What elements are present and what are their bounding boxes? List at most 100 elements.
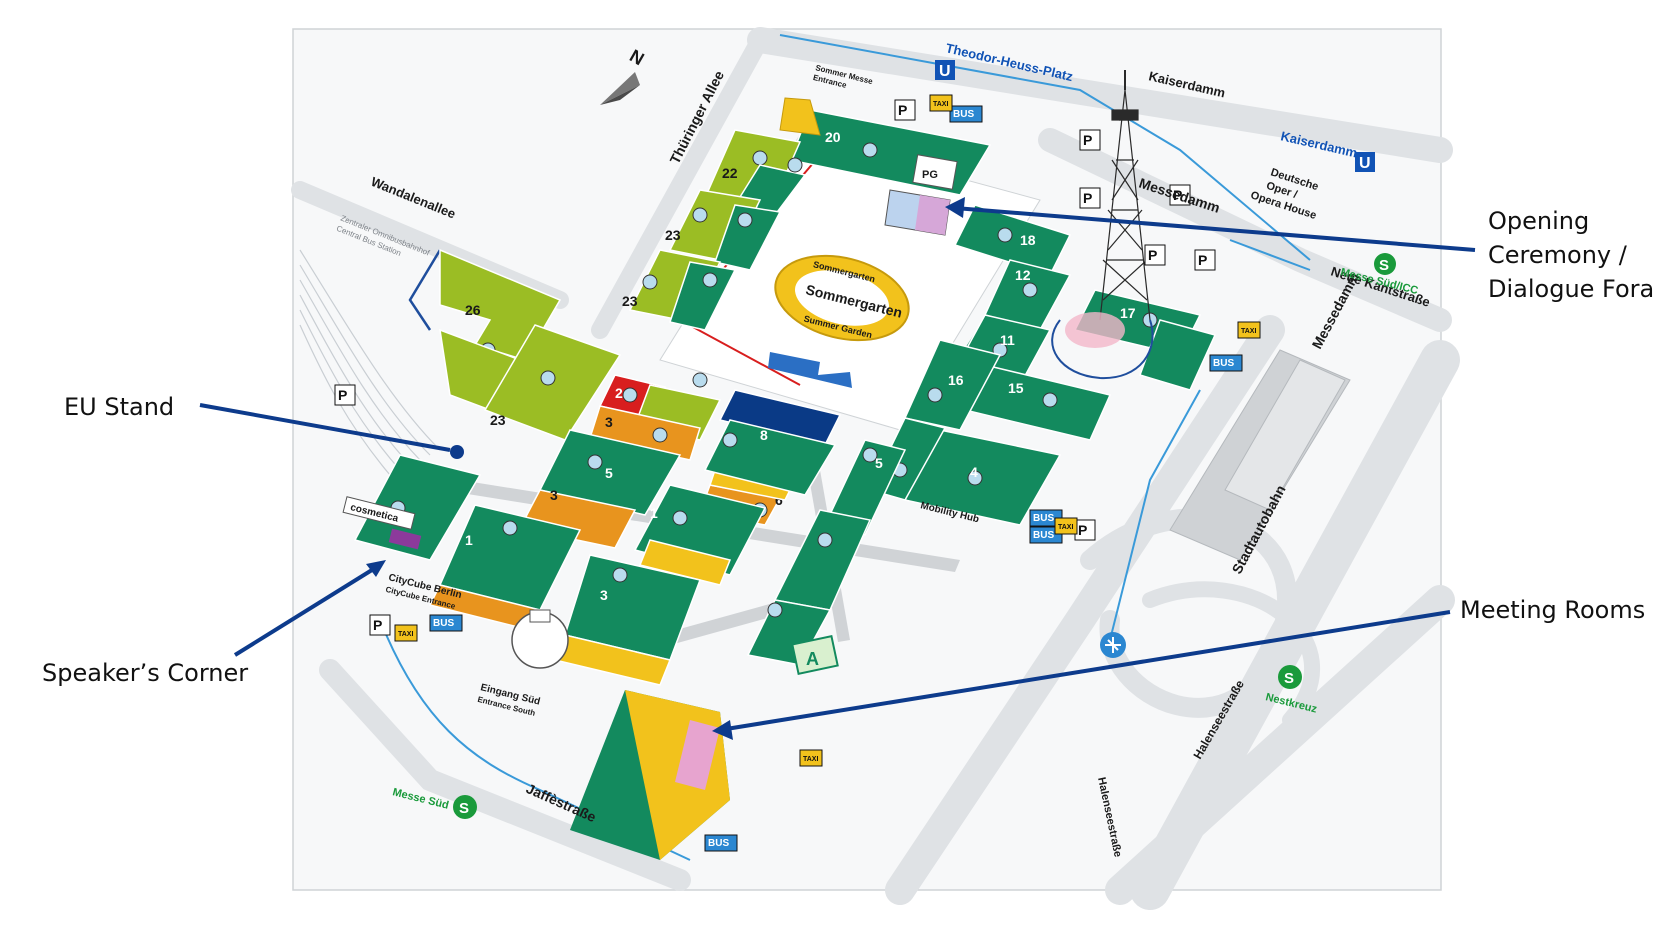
parking-badge-4-bg (1194, 249, 1216, 271)
hall-9-orange[interactable] (638, 539, 732, 586)
taxi-badge-2-text: TAXI (1241, 328, 1256, 335)
callout-eu-stand: EU Stand (64, 393, 175, 421)
taxi-badge-1[interactable]: TAXI (929, 94, 953, 112)
hall-4-marker (587, 454, 603, 470)
fountain (768, 352, 852, 388)
hall-13[interactable]: 5 (823, 439, 907, 536)
hall-17-label: 17 (1120, 305, 1136, 321)
north-entrance-ornament (779, 97, 821, 136)
hall-23c-label: 23 (490, 412, 506, 428)
parking-badge-4[interactable]: P (1194, 249, 1216, 271)
hall-a-label: A (806, 649, 819, 669)
hall-12-label: 12 (1015, 267, 1031, 283)
svg-text:S: S (459, 800, 469, 817)
parking-badge-2-bg (1079, 129, 1101, 151)
hall-1-marker (502, 520, 518, 536)
parking-badge-5[interactable]: P (1144, 244, 1166, 266)
callout-meeting-rooms: Meeting Rooms (1460, 596, 1646, 624)
s-bahn-badge-messe-sud[interactable]: S (453, 795, 477, 819)
parking-badge-7[interactable]: P (369, 614, 391, 636)
bus-badge-1-bg (949, 105, 983, 123)
hall-23a-side-marker (737, 212, 753, 228)
hall-23a-side[interactable] (714, 204, 782, 271)
taxi-badges: TAXI TAXI TAXI TAXI TAXI (394, 94, 1261, 767)
bus-badge-6-text: BUS (708, 838, 729, 849)
parking-badge-3-text: P (1083, 190, 1092, 206)
hall-23b-side[interactable] (669, 261, 737, 331)
cosmetica-tag[interactable]: cosmetica (342, 496, 422, 550)
hall-9-orange-shape (638, 539, 732, 586)
hall-13-shape (823, 439, 907, 536)
svg-text:U: U (1359, 155, 1371, 172)
parking-badge-7-bg (369, 614, 391, 636)
bus-badge-2-bg (1209, 354, 1243, 372)
parking-badge-2[interactable]: P (1079, 129, 1101, 151)
s-bahn-badge-westkreuz[interactable]: S (1278, 665, 1302, 689)
parking-badge-3[interactable]: P (1079, 187, 1101, 209)
callout-opening-line3: Dialogue Fora (1488, 275, 1655, 303)
bus-badge-1[interactable]: BUS (949, 105, 983, 123)
hall-8[interactable]: 8 (703, 419, 837, 496)
taxi-badge-5[interactable]: TAXI (799, 749, 823, 767)
opening-ceremony-building[interactable] (884, 189, 951, 236)
tower-loop (1051, 319, 1154, 380)
airport-bus-icon[interactable] (1100, 632, 1126, 658)
bus-badge-2[interactable]: BUS (1209, 354, 1243, 372)
hall-3a-shape (589, 405, 701, 461)
hall-e-block2-marker (767, 602, 783, 618)
hall-4-label: 5 (605, 465, 613, 481)
s-bahn-badge-messe-sud-icc[interactable]: S (1374, 253, 1396, 275)
citycube-building[interactable] (570, 690, 730, 860)
hall-22-side-marker (787, 157, 803, 173)
hall-1[interactable]: 1 (438, 504, 582, 611)
parking-badge-6[interactable]: P (334, 384, 356, 406)
road-thuringer (591, 31, 769, 339)
hall-3a-label: 3 (605, 414, 613, 430)
hall-20-marker (862, 142, 878, 158)
callout-opening-ceremony: Opening Ceremony / Dialogue Fora (1488, 204, 1654, 306)
taxi-badge-3[interactable]: TAXI (1054, 517, 1078, 535)
parking-garage (1169, 349, 1351, 561)
pg-building (912, 154, 958, 190)
bus-badge-5[interactable]: BUS (429, 614, 463, 632)
hall-a[interactable] (791, 634, 839, 676)
taxi-badge-5-bg (799, 749, 823, 767)
parking-badge-6-text: P (338, 387, 347, 403)
bus-badge-6-bg (704, 834, 738, 852)
parking-badge-9[interactable]: P (1074, 519, 1096, 541)
bus-badge-4[interactable]: BUS (1029, 526, 1063, 544)
parking-badge-1[interactable]: P (894, 99, 916, 121)
road-halensee (1105, 585, 1455, 905)
parking-badge-8[interactable]: P (1169, 184, 1191, 206)
hall-3a[interactable]: 3 (589, 405, 701, 461)
hall-14-marker (967, 470, 983, 486)
hall-4-shape (538, 429, 682, 516)
sommergarten[interactable]: Sommergarten Sommergarten Summer Garden (766, 243, 917, 354)
taxi-badge-2-bg (1237, 321, 1261, 339)
bus-badge-2-text: BUS (1213, 358, 1234, 369)
hall-2-label: 2 (615, 385, 623, 401)
hall-3a-marker (652, 427, 668, 443)
taxi-badge-2[interactable]: TAXI (1237, 321, 1261, 339)
taxi-badge-4[interactable]: TAXI (394, 624, 418, 642)
hall-8-marker (722, 432, 738, 448)
parking-badge-4-text: P (1198, 252, 1207, 268)
bus-badge-6[interactable]: BUS (704, 834, 738, 852)
u-bahn-badge-theodor[interactable]: U (935, 60, 955, 80)
road-interchange-loop-2 (1142, 581, 1321, 728)
eu-stand-marker[interactable] (450, 445, 464, 459)
bus-badge-4-bg (1029, 526, 1063, 544)
rotunda (511, 609, 569, 669)
svg-text:S: S (1379, 257, 1389, 274)
hall-18[interactable]: 18 (953, 204, 1072, 276)
hall-4[interactable]: 5 (538, 429, 682, 516)
hall-e-block2[interactable] (746, 599, 832, 666)
hall-16[interactable]: 16 (903, 339, 1002, 431)
road-messedamm-south (885, 315, 1285, 905)
hall-23a-label: 23 (665, 227, 681, 243)
u-bahn-badge-kaiserdamm[interactable]: U (1355, 152, 1375, 172)
bus-badge-4-text: BUS (1033, 530, 1054, 541)
hall-13-marker (862, 447, 878, 463)
